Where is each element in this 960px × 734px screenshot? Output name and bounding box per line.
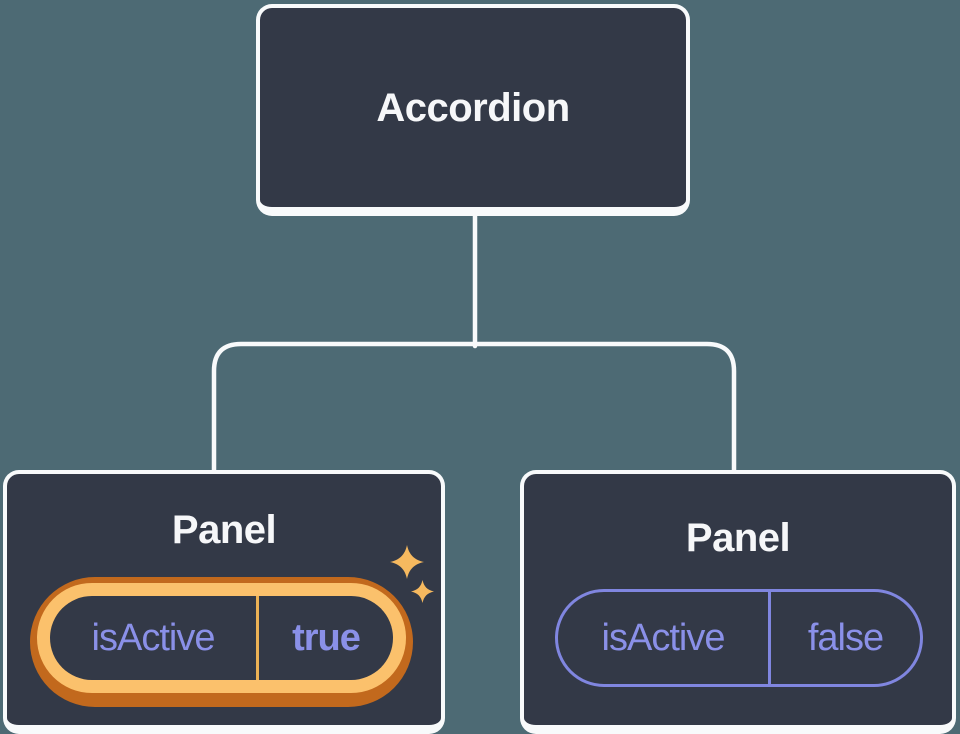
panel-active-label: Panel [171,508,277,552]
state-value-label: false [807,616,884,659]
state-key-label: isActive [601,616,726,659]
sparkle-large-icon [390,545,424,579]
pill-divider [256,596,259,680]
sparkle-small-icon [411,580,434,603]
pill-divider [768,592,771,684]
state-pill-inactive: isActive false [555,589,923,687]
state-pill-active-core: isActive true [50,596,393,680]
state-pill-active: isActive true [30,577,413,707]
accordion-node: Accordion [256,4,690,216]
panel-node-inactive: Panel isActive false [520,470,956,734]
state-key-label: isActive [91,616,216,659]
panel-inactive-label: Panel [685,516,791,560]
accordion-label: Accordion [376,85,570,130]
panel-node-active: Panel isActive true [3,470,445,734]
state-pill-active-ring: isActive true [37,583,406,693]
state-value-label: true [292,616,361,659]
connector-bracket [211,341,737,473]
